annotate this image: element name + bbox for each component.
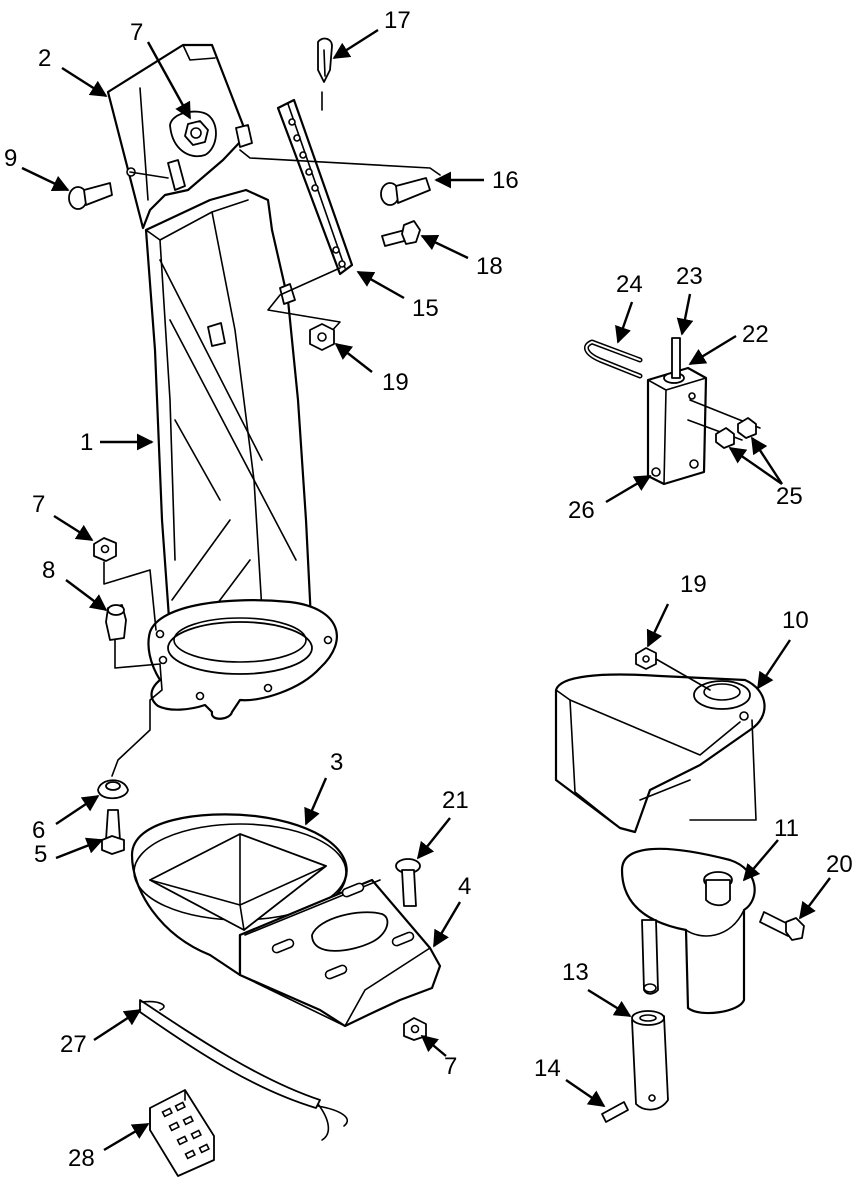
callout-19-right: 19 <box>680 571 707 598</box>
callout-leaders <box>21 28 831 1152</box>
callout-17: 17 <box>384 7 411 34</box>
callout-labels: 17 7 2 9 16 18 15 19 1 24 23 22 26 25 7 … <box>4 7 853 1172</box>
callout-20: 20 <box>826 851 853 878</box>
callout-11: 11 <box>774 815 799 842</box>
part-8-grease-fitting <box>105 604 127 641</box>
callout-1: 1 <box>80 429 93 456</box>
callout-23: 23 <box>676 263 703 290</box>
callout-7-left: 7 <box>32 491 45 518</box>
callout-7-upper: 7 <box>130 19 143 46</box>
part-19-nut-upper <box>309 323 335 351</box>
callout-26: 26 <box>568 497 595 524</box>
callout-22: 22 <box>742 321 769 348</box>
callout-24: 24 <box>616 271 643 298</box>
callout-6: 6 <box>32 817 45 844</box>
callout-3: 3 <box>330 749 343 776</box>
part-10-housing <box>554 673 766 834</box>
part-27-cable <box>139 999 349 1141</box>
part-1-chute-flange <box>147 599 338 720</box>
part-14-roll-pin <box>601 1101 629 1123</box>
part-9-carriage-bolt <box>68 182 113 210</box>
link-lines-19-10 <box>655 658 757 821</box>
part-11-motor-crank <box>620 847 756 1015</box>
part-15-adjust-bar <box>276 98 354 276</box>
part-19-nut-right <box>635 647 657 670</box>
link-lines-upper <box>129 91 441 336</box>
part-21-carriage-bolt <box>395 858 421 907</box>
part-5-bolt <box>101 809 125 855</box>
callout-19-upper: 19 <box>382 369 409 396</box>
part-6-washer <box>97 779 129 800</box>
callout-28: 28 <box>68 1145 95 1172</box>
part-3-chute-base <box>130 813 348 977</box>
part-23-stud <box>671 337 681 379</box>
part-16-pin <box>380 177 431 206</box>
callout-18: 18 <box>476 253 503 280</box>
part-17-clip-pin <box>317 37 333 83</box>
part-24-u-bolt <box>584 339 643 379</box>
part-20-bolt <box>759 911 805 941</box>
callout-9: 9 <box>4 145 17 172</box>
part-18-bolt <box>381 220 421 247</box>
part-28-connector-block <box>149 1089 215 1177</box>
link-lines-lower-left <box>103 561 163 777</box>
callout-7-lower: 7 <box>444 1053 457 1080</box>
callout-16: 16 <box>492 167 519 194</box>
callout-27: 27 <box>60 1031 87 1058</box>
callout-25: 25 <box>776 483 803 510</box>
part-13-sleeve <box>631 1010 669 1111</box>
callout-8: 8 <box>42 557 55 584</box>
callout-15: 15 <box>412 295 439 322</box>
part-25-nuts <box>715 417 757 449</box>
callout-5: 5 <box>34 841 47 868</box>
part-7-nut-left <box>93 537 117 562</box>
part-22-block <box>646 366 708 486</box>
callout-13: 13 <box>562 959 589 986</box>
callout-10: 10 <box>782 607 809 634</box>
callout-14: 14 <box>534 1055 561 1082</box>
callout-2: 2 <box>38 45 51 72</box>
part-4-slotted-bracket <box>238 878 442 1028</box>
callout-4: 4 <box>458 873 471 900</box>
callout-21: 21 <box>442 787 469 814</box>
